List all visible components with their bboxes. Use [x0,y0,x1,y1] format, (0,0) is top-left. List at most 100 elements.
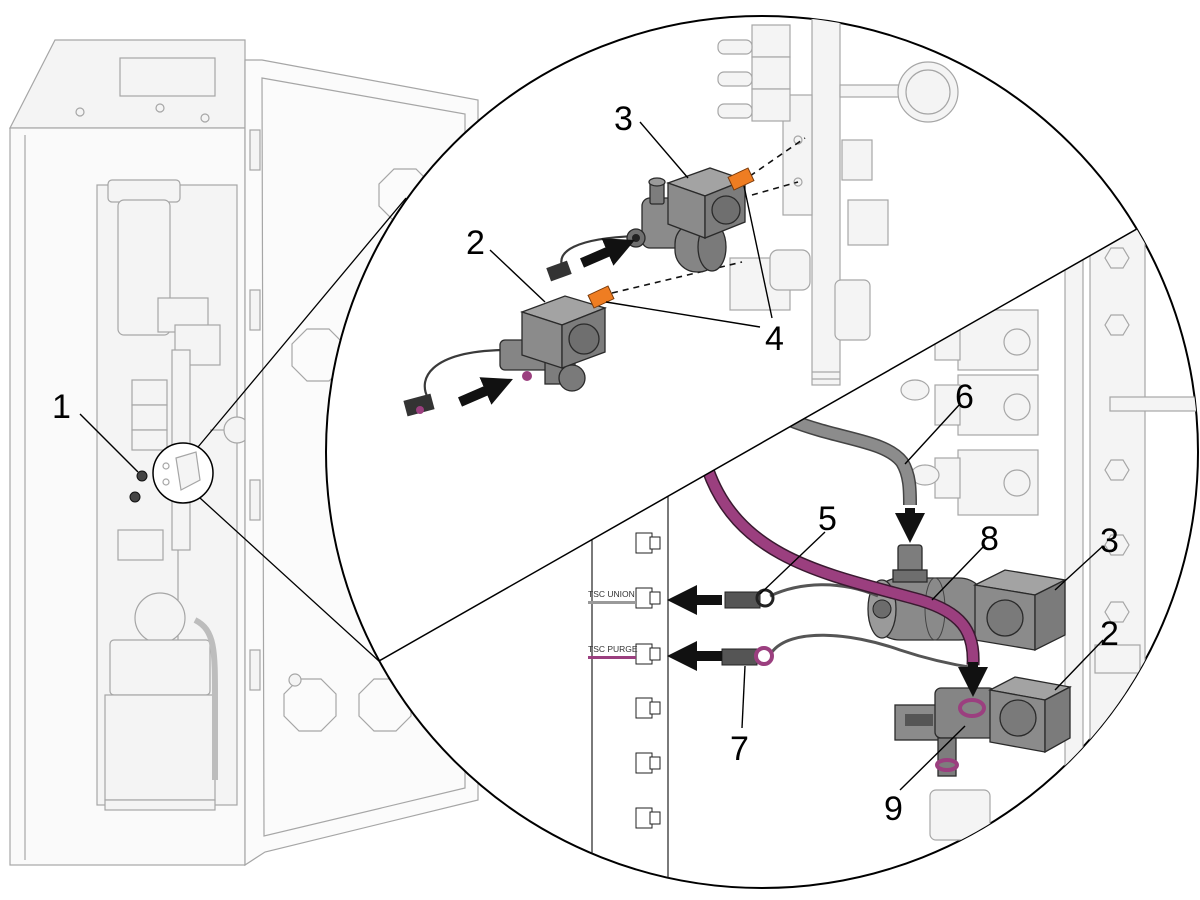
panel-connector-tsc-union [635,587,661,609]
stack-fitting [934,457,961,499]
orange-fitting-4 [727,167,755,191]
valve-8-fitting-nut [892,569,928,583]
alignment-dashed-line [751,181,799,196]
hex-nut [1104,314,1130,336]
stack-valve [751,56,791,90]
manifold-port [793,135,803,145]
door-inner-border [261,77,466,837]
callout-6: 6 [955,378,974,416]
panel-connector [635,807,661,829]
purge-wire-7 [770,633,976,670]
side-valve [841,139,873,181]
magnifier-line-bottom [199,497,381,663]
hex-nut [1104,601,1130,623]
leader-line-1 [79,413,139,473]
callout-3-upper: 3 [614,100,633,138]
valve-3-coil-face [986,599,1024,637]
tsc-union-underline [588,601,636,604]
purge-tube [703,468,979,666]
stack-valve [751,88,791,122]
cabinet-tube [193,617,218,780]
hex-nut [1104,247,1130,269]
background-manifold [717,16,959,386]
cabinet-top-label [119,57,216,97]
stack-valve [957,374,1039,436]
leader-line-5 [759,531,826,595]
door-hinge [249,129,261,171]
cabinet-valve [117,529,164,561]
pump-unit [109,639,211,696]
screw [136,470,148,482]
leader-line-7 [741,665,746,729]
stack-fitting [717,71,753,87]
valve-3-port-bore [632,234,640,242]
valve-2-connector-seal [416,406,424,414]
panel-connector [635,532,661,554]
cabinet-foot [104,799,216,811]
valve-2-purple-ring [522,371,532,381]
tsc-purge-underline [588,656,636,659]
door-knockout [283,678,337,732]
valve-3-coil-face [711,195,741,225]
mounting-bracket [175,451,201,491]
gauge-stem [839,84,903,98]
base-box [104,694,216,801]
quick-connector [834,279,871,341]
connector-panel: TSC UNION TSC PURGE [588,480,669,888]
valve-assembly-2 [403,285,615,417]
union-connector-5 [724,591,761,609]
tsc-union-label: TSC UNION [588,589,635,599]
valve-2-coil-face [999,699,1037,737]
valve-2-elbow [558,364,586,392]
horizontal-pipe [1109,396,1198,412]
callout-2-upper: 2 [466,224,485,262]
filter-canister [117,199,171,336]
top-screw [155,103,165,113]
leader-line-2 [489,249,546,303]
pump-head [134,592,186,644]
stack-fitting [717,103,753,119]
stack-valve [751,24,791,58]
bracket-hole [162,478,170,486]
detail-source-circle [152,442,214,504]
top-screw [200,113,210,123]
valve-assembly-2-lower [894,676,1072,777]
valve-2-connector [403,393,435,417]
lower-fitting [929,789,991,841]
hex-nut [1104,459,1130,481]
insert-arrow-valve-3 [580,238,635,268]
callout-7: 7 [730,730,749,768]
lower-valve-coil [769,249,811,291]
power-plug [1094,644,1141,674]
vertical-pipe [1064,229,1084,888]
side-valve [847,199,889,246]
door-hinge [249,479,261,521]
gray-tube [787,414,916,506]
bracket-hole [162,462,170,470]
door-hinge [249,289,261,331]
top-screw [75,107,85,117]
door-knob [288,673,302,687]
valve-3-connector [546,260,572,282]
callout-2-lower: 2 [1100,615,1119,653]
callout-3-lower: 3 [1100,522,1119,560]
screw [129,491,141,503]
leader-line-6 [904,403,961,465]
valve-3-fitting-cap [648,177,666,187]
gauge-face [905,69,951,115]
leader-line-2-lower [1054,639,1104,691]
callout-8: 8 [980,520,999,558]
valve-2-wire [423,348,503,399]
elbow-fitting [900,379,930,401]
purge-connector-ring [754,646,774,666]
leader-line-4a [743,185,773,319]
door-hinge [249,649,261,691]
purge-connector-7 [721,648,758,666]
callout-4: 4 [765,320,784,358]
callout-9: 9 [884,790,903,828]
valve-coil-face [1003,328,1031,356]
orange-fitting-4 [587,285,615,309]
manifold-port [793,177,803,187]
leader-line-4b [605,301,761,328]
